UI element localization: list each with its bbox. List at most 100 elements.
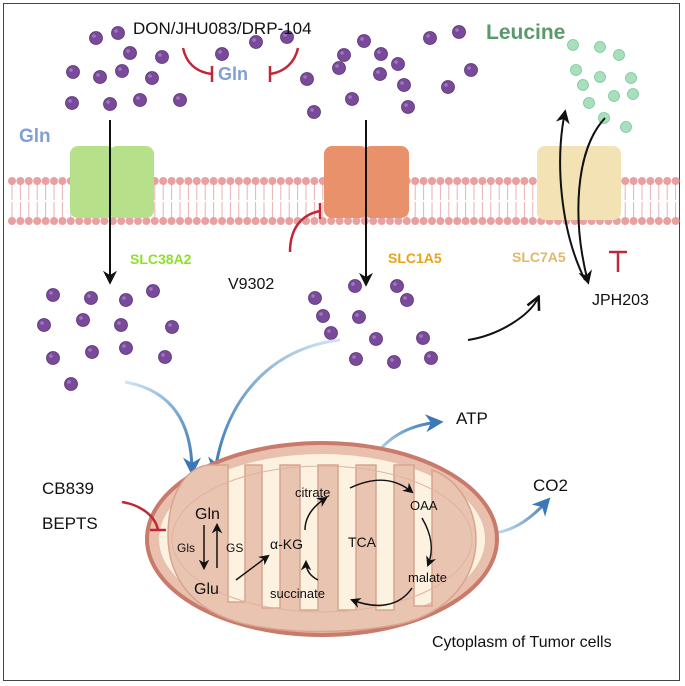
lipid-head	[192, 177, 201, 185]
glutamine-molecule	[76, 313, 90, 327]
leucine-molecule	[577, 79, 589, 91]
glutamine-molecule	[173, 93, 187, 107]
molecule-highlight	[49, 354, 53, 358]
molecule-highlight	[118, 67, 122, 71]
molecule-highlight	[372, 335, 376, 339]
lipid-head	[444, 177, 453, 185]
molecule-highlight	[394, 60, 398, 64]
leucine-molecule	[594, 41, 606, 53]
lipid-head	[335, 217, 344, 225]
glu-label: Glu	[194, 581, 219, 598]
lipid-head	[66, 217, 75, 225]
lipid-head	[218, 217, 226, 225]
gln-to-mito-arrow-right	[208, 338, 341, 476]
lipid-head	[629, 217, 638, 225]
molecule-highlight	[126, 49, 130, 53]
glutamine-molecule	[307, 105, 321, 119]
lipid-head	[58, 217, 67, 225]
glutamine-molecule	[369, 332, 383, 346]
molecule-highlight	[376, 70, 380, 74]
lipid-head	[83, 217, 92, 225]
lipid-head	[444, 217, 453, 225]
lipid-head	[251, 177, 260, 185]
glutamine-molecule	[165, 320, 179, 334]
glutamine-molecule	[93, 70, 107, 84]
lipid-head	[285, 217, 294, 225]
don-inhibit-left	[181, 47, 213, 76]
citrate-label: citrate	[295, 485, 330, 500]
glutamine-molecule	[119, 293, 133, 307]
lipid-head	[16, 177, 25, 185]
gln-to-slc7a5-arrow	[467, 298, 538, 341]
glutamine-molecule	[215, 47, 229, 61]
molecule-highlight	[252, 38, 256, 42]
glutamine-molecule	[337, 48, 351, 62]
lipid-head	[528, 177, 537, 185]
glutamine-molecule	[119, 341, 133, 355]
lipid-head	[478, 217, 487, 225]
lipid-head	[243, 177, 252, 185]
akg-to-citrate-arrow	[304, 496, 328, 531]
molecule-highlight	[348, 95, 352, 99]
lipid-head	[209, 177, 218, 185]
oaa-to-malate-arrow	[421, 517, 436, 567]
lipid-head	[310, 177, 319, 185]
glutamine-molecule	[373, 67, 387, 81]
lipid-head	[176, 217, 184, 225]
lipid-head	[671, 177, 680, 185]
mitochondrial-cristae	[167, 464, 477, 633]
glutamine-molecule	[115, 64, 129, 78]
glutamine-molecule	[391, 57, 405, 71]
lipid-head	[150, 217, 159, 225]
lipid-head	[75, 217, 84, 225]
molecule-highlight	[67, 380, 71, 384]
glutamine-molecule	[89, 31, 103, 45]
lipid-head	[251, 217, 260, 225]
lipid-head	[41, 217, 50, 225]
malate-to-succinate-arrow	[350, 587, 413, 608]
molecule-highlight	[176, 96, 180, 100]
molecule-highlight	[340, 51, 344, 55]
molecule-highlight	[168, 323, 172, 327]
glutamine-molecule	[452, 25, 466, 39]
molecule-highlight	[148, 74, 152, 78]
lipid-head	[8, 177, 16, 185]
glutamine-molecule	[397, 78, 411, 92]
lipid-head	[209, 217, 218, 225]
lipid-head	[360, 217, 369, 225]
lipid-head	[394, 217, 403, 225]
lipid-head	[377, 217, 386, 225]
lipid-head	[646, 177, 655, 185]
gls-label: Gls	[177, 541, 195, 555]
cb839-label: CB839	[42, 479, 94, 498]
molecule-highlight	[404, 103, 408, 107]
molecule-highlight	[377, 50, 381, 54]
molecule-highlight	[122, 296, 126, 300]
lipid-head	[503, 177, 512, 185]
lipid-head	[638, 177, 646, 185]
glutamine-molecule	[114, 318, 128, 332]
molecule-highlight	[49, 291, 53, 295]
leucine-molecules	[567, 39, 639, 133]
glutamine-molecule	[64, 377, 78, 391]
lipid-head	[470, 217, 478, 225]
lipid-head	[293, 177, 302, 185]
molecule-highlight	[283, 33, 287, 37]
lipid-head	[436, 177, 445, 185]
glutamine-molecule	[387, 355, 401, 369]
molecule-highlight	[335, 64, 339, 68]
lipid-head	[16, 217, 25, 225]
molecule-highlight	[426, 34, 430, 38]
lipid-head	[495, 177, 504, 185]
lipid-head	[369, 217, 378, 225]
tca-label: TCA	[348, 534, 377, 550]
lipid-head	[419, 217, 428, 225]
lipid-head	[402, 217, 411, 225]
lipid-head	[58, 177, 67, 185]
glutamine-molecule	[345, 92, 359, 106]
gs-label: GS	[226, 541, 243, 555]
gln-mito-label: Gln	[195, 506, 220, 523]
glutamine-molecule	[84, 291, 98, 305]
molecule-highlight	[444, 83, 448, 87]
